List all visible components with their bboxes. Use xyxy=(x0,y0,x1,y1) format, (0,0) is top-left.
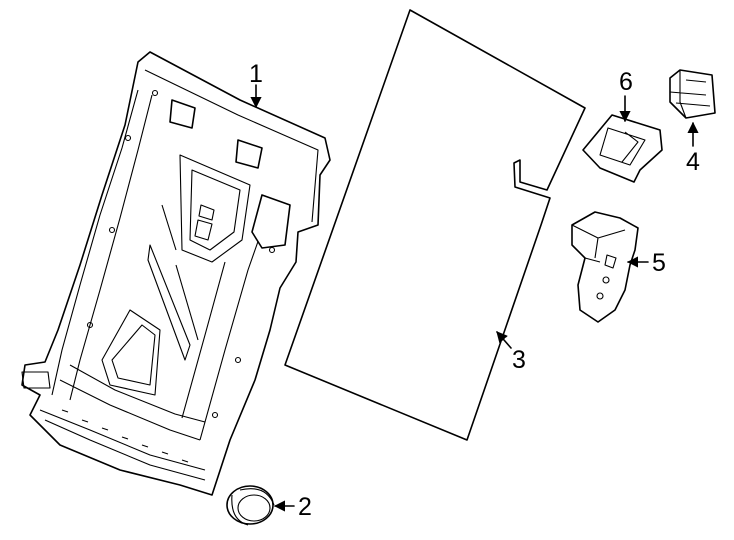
callout-3-arrow xyxy=(496,331,512,349)
seat-back-frame-part[interactable] xyxy=(21,51,331,496)
panel-part[interactable] xyxy=(284,9,586,441)
callout-2-label: 2 xyxy=(298,493,312,521)
callout-1-label: 1 xyxy=(249,60,263,88)
grommet-part[interactable] xyxy=(226,485,275,526)
callout-6-label: 6 xyxy=(619,68,633,96)
callout-4-label: 4 xyxy=(686,148,700,176)
callout-5-label: 5 xyxy=(652,249,666,277)
callout-3-label: 3 xyxy=(512,346,526,374)
latch-part[interactable] xyxy=(669,69,716,119)
trim-piece-part[interactable] xyxy=(582,114,663,183)
bracket-part[interactable] xyxy=(571,211,639,323)
